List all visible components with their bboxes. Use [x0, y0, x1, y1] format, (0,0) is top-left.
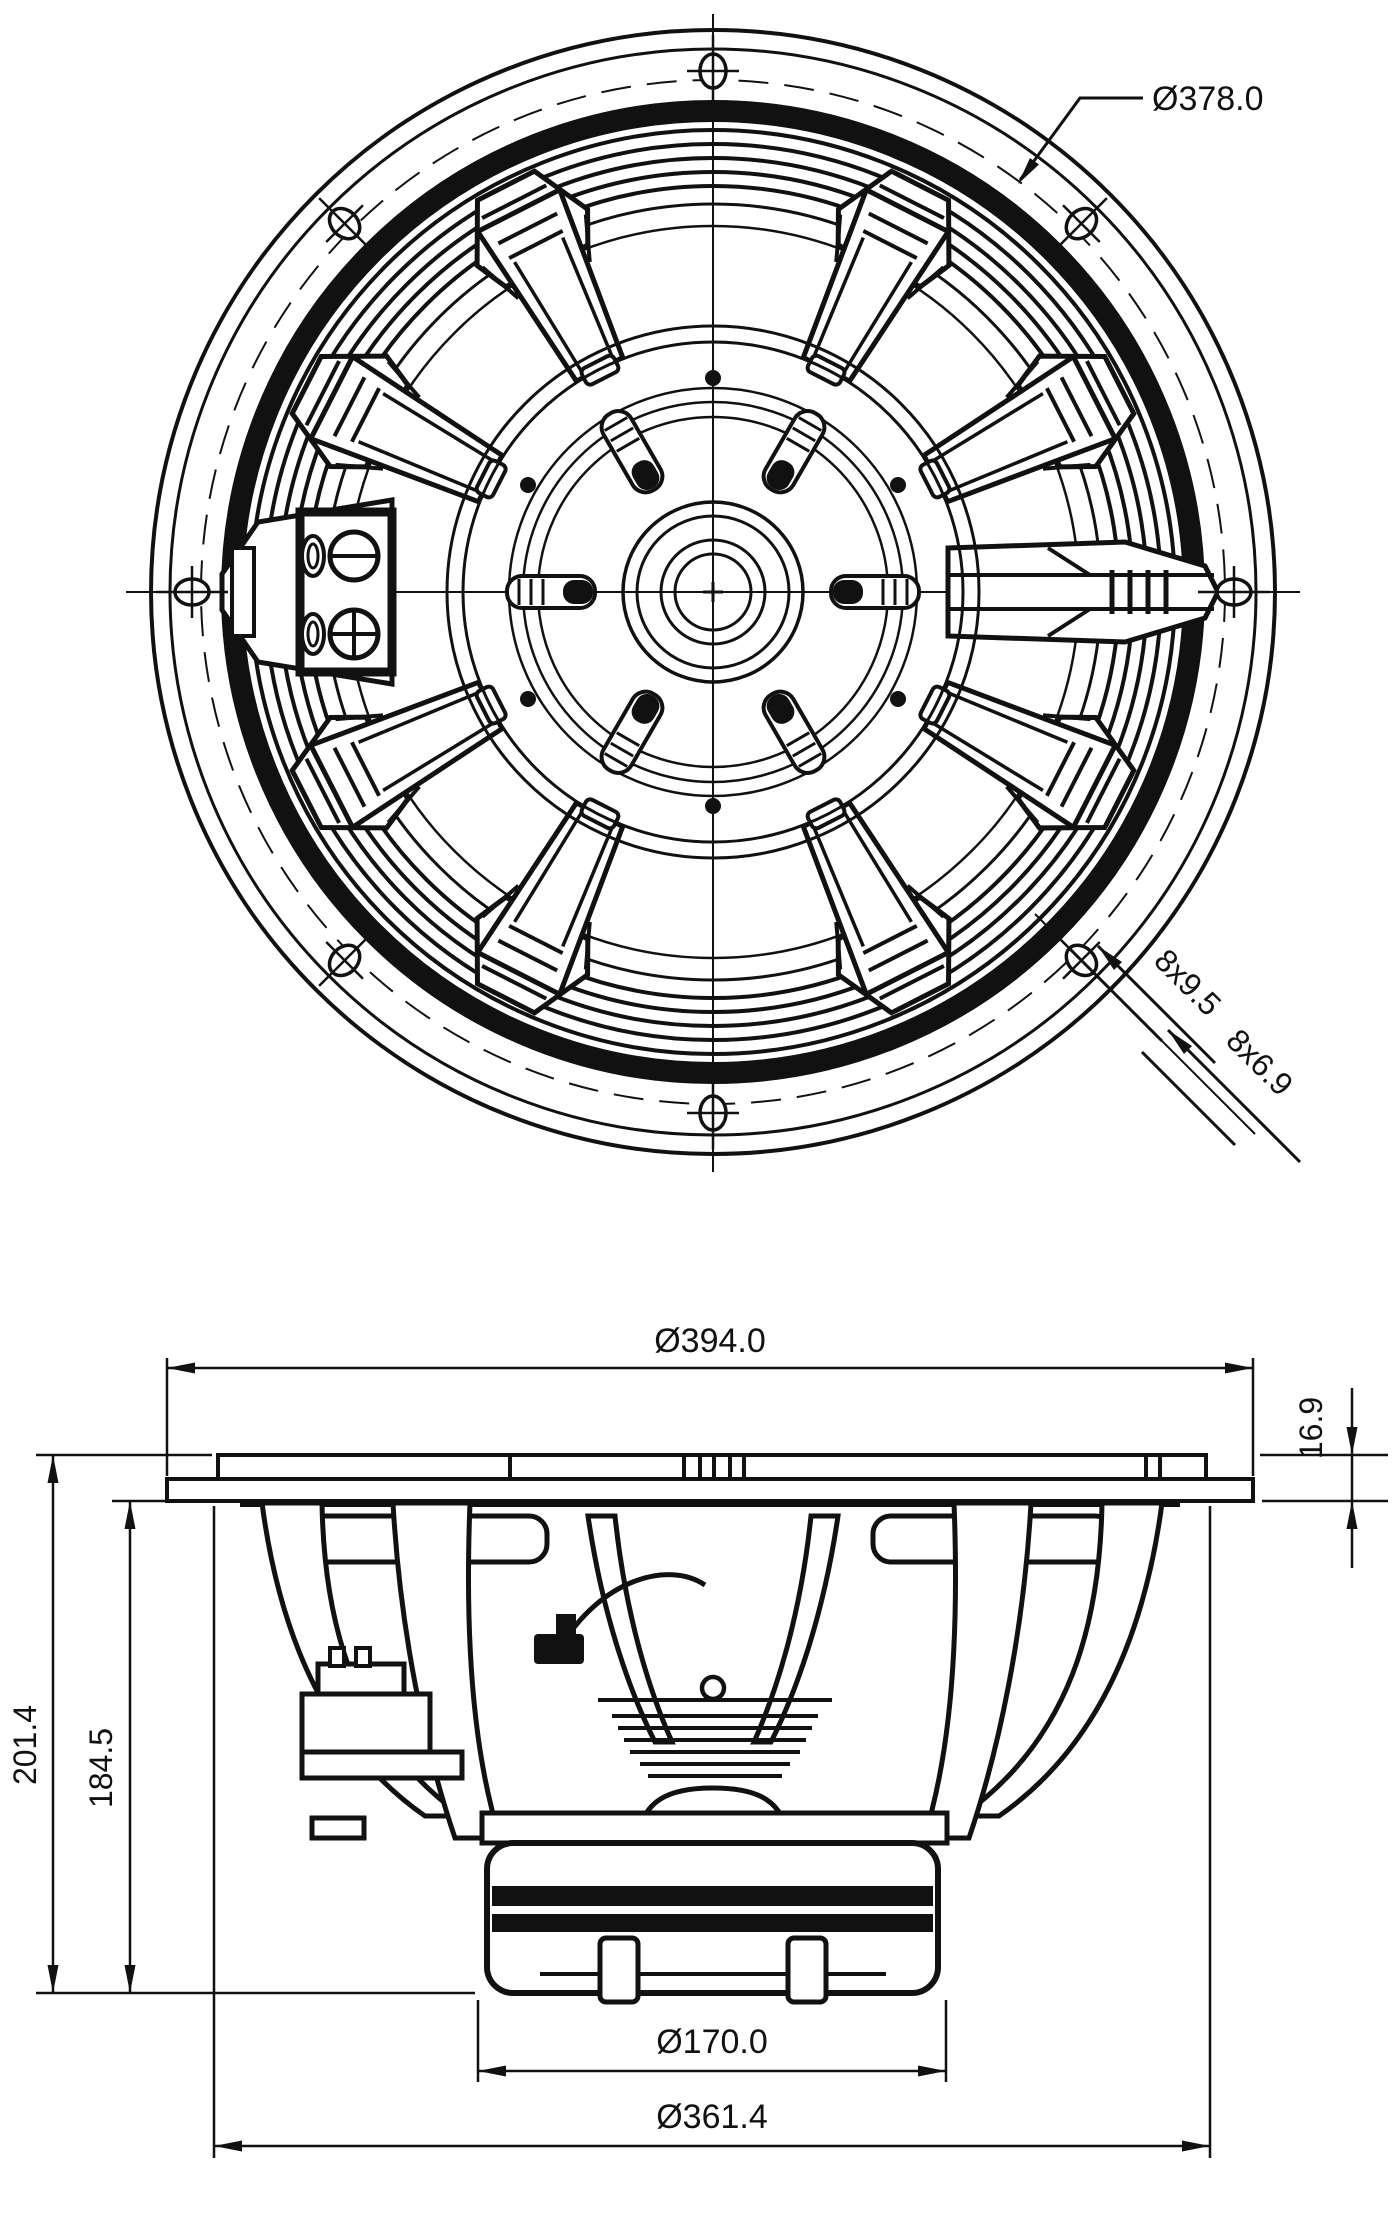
dim-flange-thickness-label: 16.9 — [1293, 1397, 1329, 1459]
vent-slot — [829, 574, 921, 610]
dim-bolt-circle-label: Ø378.0 — [1152, 80, 1264, 118]
spider-ring — [445, 324, 981, 860]
dim-magnet-diameter: Ø170.0 — [476, 2000, 948, 2082]
dome-ring — [621, 500, 805, 684]
dim-depth-below-flange-label: 184.5 — [83, 1728, 119, 1808]
cone-hole — [705, 370, 721, 386]
spider-ring — [461, 340, 965, 844]
dim-rear-bolt-diameter: Ø361.4 — [212, 1506, 1212, 2158]
dim-bolt-circle: Ø378.0 — [1018, 80, 1264, 184]
magnet-clip — [785, 1935, 829, 2005]
magnet-clip — [597, 1935, 641, 2005]
dome-ring — [635, 514, 791, 670]
right-brace — [945, 539, 1221, 645]
dim-overall-diameter-label: Ø394.0 — [654, 1322, 766, 1360]
vent-slot — [505, 574, 597, 610]
pole-ring — [673, 552, 753, 632]
wire-lug — [556, 1614, 576, 1638]
cone-hole — [890, 477, 906, 493]
dim-overall-diameter: Ø394.0 — [165, 1322, 1255, 1476]
cone-hole — [890, 691, 906, 707]
dim-overall-depth: 201.4 — [7, 1453, 475, 1995]
dim-depth-below-flange: 184.5 — [83, 1499, 172, 1993]
back-plate — [479, 1810, 950, 1846]
leader-arrow — [1098, 946, 1122, 970]
basket-foot — [309, 1815, 367, 1841]
leader-arrow — [1018, 158, 1039, 184]
pole-ring — [659, 538, 767, 646]
vent-hole — [699, 1674, 727, 1702]
dim-magnet-diameter-label: Ø170.0 — [656, 2023, 768, 2061]
dim-overall-depth-label: 201.4 — [7, 1705, 43, 1785]
magnet-slab — [492, 1886, 933, 1906]
spring-clamp — [300, 612, 326, 656]
terminal-block-side — [299, 1646, 465, 1841]
dim-rear-bolt-diameter-label: Ø361.4 — [656, 2098, 768, 2136]
terminal-block — [219, 497, 397, 687]
terminal-slot — [230, 546, 256, 638]
gasket-ticks — [508, 1455, 1162, 1479]
cone-hole — [520, 691, 536, 707]
mounting-flange — [165, 1477, 1255, 1503]
wire-connector — [534, 1634, 584, 1664]
cone-hole — [520, 477, 536, 493]
dim-flange-thickness: 16.9 — [1260, 1388, 1388, 1568]
side-view: Ø394.0 16.9 201.4 184.5 — [7, 1322, 1388, 2158]
motor-center-assembly — [445, 324, 981, 860]
flange-outer-edge — [149, 28, 1277, 1156]
cone-hole — [705, 798, 721, 814]
spring-clamp — [300, 534, 326, 578]
leader-arrow — [1168, 1030, 1192, 1054]
front-view: Ø378.0 8x9.5 8x6.9 — [126, 14, 1302, 1172]
magnet-slab — [492, 1914, 933, 1932]
